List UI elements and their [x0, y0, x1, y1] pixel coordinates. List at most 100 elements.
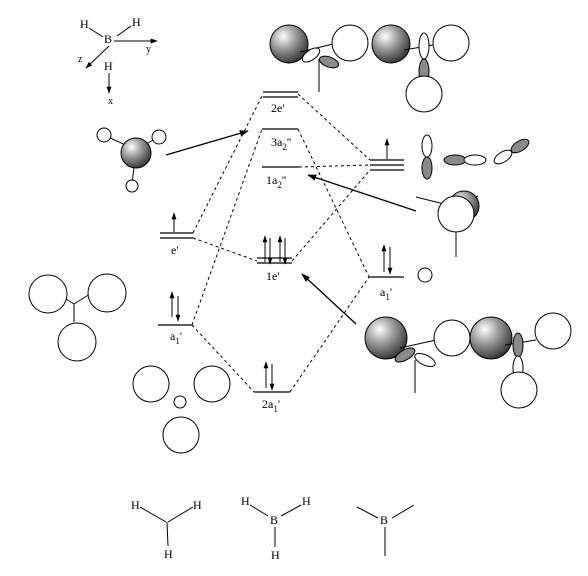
b-s-orbital	[417, 267, 433, 283]
level-a1-prime-right: a1'	[369, 244, 404, 302]
h-orbital	[500, 371, 538, 409]
axis-x-label: x	[108, 96, 113, 107]
atom-h: H	[131, 498, 140, 512]
h-orbital	[405, 75, 443, 113]
h-orbital	[87, 273, 127, 313]
level-3a2: 3a2''	[262, 128, 298, 152]
p-lobe	[394, 347, 416, 363]
p-lobe	[421, 156, 433, 180]
atom-h: H	[164, 547, 173, 561]
b-fragment-structure: B	[356, 504, 415, 556]
arrow-to-1a2	[307, 174, 417, 212]
p-lobe	[443, 154, 467, 166]
p-lobe	[510, 138, 530, 154]
axis-bond-1	[88, 27, 104, 38]
p-lobe	[414, 353, 436, 367]
atom-b: B	[270, 513, 278, 527]
level-1e-prime: 1e'	[257, 235, 292, 283]
bond	[399, 339, 437, 349]
level-1a2: 1a2''	[262, 166, 299, 190]
left-pz-orbital	[96, 127, 167, 193]
h-orbital	[432, 24, 470, 62]
h-orbital	[132, 365, 170, 403]
p-lobe	[301, 47, 321, 63]
p-lobe	[418, 32, 430, 60]
h-orbital	[433, 319, 471, 357]
axis-z-arrow	[85, 45, 110, 69]
axis-bond-2	[116, 25, 132, 37]
b-p-orbital	[120, 137, 152, 169]
level-label-a1-right: a1'	[380, 285, 392, 302]
correlation-line	[289, 276, 370, 393]
h3-structure: H H H	[131, 498, 202, 561]
atom-h: H	[302, 494, 311, 508]
correlation-line	[191, 128, 263, 326]
b-p-orbital	[269, 24, 309, 64]
p-lobe	[318, 55, 340, 69]
b-p-orbital	[469, 316, 513, 360]
bond	[166, 521, 169, 547]
arrow-to-1e-prime	[301, 273, 357, 325]
level-label-a1-left: a1'	[170, 329, 182, 346]
axis-b-label: B	[104, 32, 112, 46]
atom-b: B	[380, 513, 388, 527]
left-h3-a1-orbital	[132, 365, 231, 454]
correlation-line	[192, 93, 264, 234]
level-e-prime: e'	[160, 212, 193, 257]
h-orbital	[96, 127, 112, 143]
arrow-to-3a2	[165, 130, 249, 156]
h-orbital	[125, 179, 139, 193]
level-b-p-set	[370, 138, 404, 171]
level-a1-prime-left: a1'	[158, 291, 192, 346]
h-orbital	[331, 24, 369, 62]
level-label-2e-prime: 2e'	[271, 101, 285, 115]
correlation-line	[298, 164, 371, 168]
b-s-orbital	[173, 395, 187, 409]
h-orbital	[437, 195, 475, 233]
h-orbital	[534, 312, 572, 350]
h-orbital	[57, 322, 97, 362]
b-p-orbital	[364, 316, 408, 360]
bond	[73, 293, 91, 305]
correlation-lines	[191, 93, 371, 393]
bond	[391, 504, 415, 519]
level-label-1a2: 1a2''	[266, 173, 286, 190]
correlation-line	[291, 169, 371, 262]
level-label-e-prime: e'	[171, 243, 179, 257]
h-orbital	[28, 274, 68, 314]
correlation-line	[192, 237, 258, 262]
bond	[167, 506, 194, 523]
axis-z-label: z	[78, 54, 83, 65]
correlation-line	[297, 93, 371, 161]
h-orbital	[162, 416, 200, 454]
axis-frame: H H B H y z x	[78, 15, 158, 107]
level-label-2a1: 2a1'	[262, 397, 280, 414]
p-lobe	[463, 154, 487, 166]
axis-h-label-3: H	[104, 59, 113, 73]
correlation-line	[297, 128, 370, 278]
orbital-2e-prime-b	[371, 24, 470, 113]
orbital-1e-prime-a	[364, 316, 471, 393]
level-2a1: 2a1'	[254, 361, 290, 414]
bond	[139, 506, 167, 523]
h-orbital	[151, 129, 167, 145]
level-label-1e-prime: 1e'	[266, 269, 280, 283]
bond	[280, 504, 302, 517]
level-2e-prime: 2e'	[263, 91, 298, 115]
axis-h-label: H	[80, 17, 89, 31]
h-orbital	[193, 365, 231, 403]
b-p-orbital-lobes	[421, 134, 530, 180]
atom-h: H	[193, 498, 202, 512]
bh3-structure: H H B H	[241, 494, 311, 562]
right-pz-orbital	[415, 190, 480, 257]
level-label-3a2: 3a2''	[271, 135, 291, 152]
bond	[249, 504, 269, 517]
p-lobe	[421, 134, 433, 158]
orbital-1e-prime-b	[469, 312, 572, 409]
axis-h-label-2: H	[132, 15, 141, 29]
left-h3-e-orbital	[28, 273, 127, 362]
atom-h: H	[271, 548, 280, 562]
p-lobe	[512, 332, 524, 358]
bond	[356, 506, 379, 519]
